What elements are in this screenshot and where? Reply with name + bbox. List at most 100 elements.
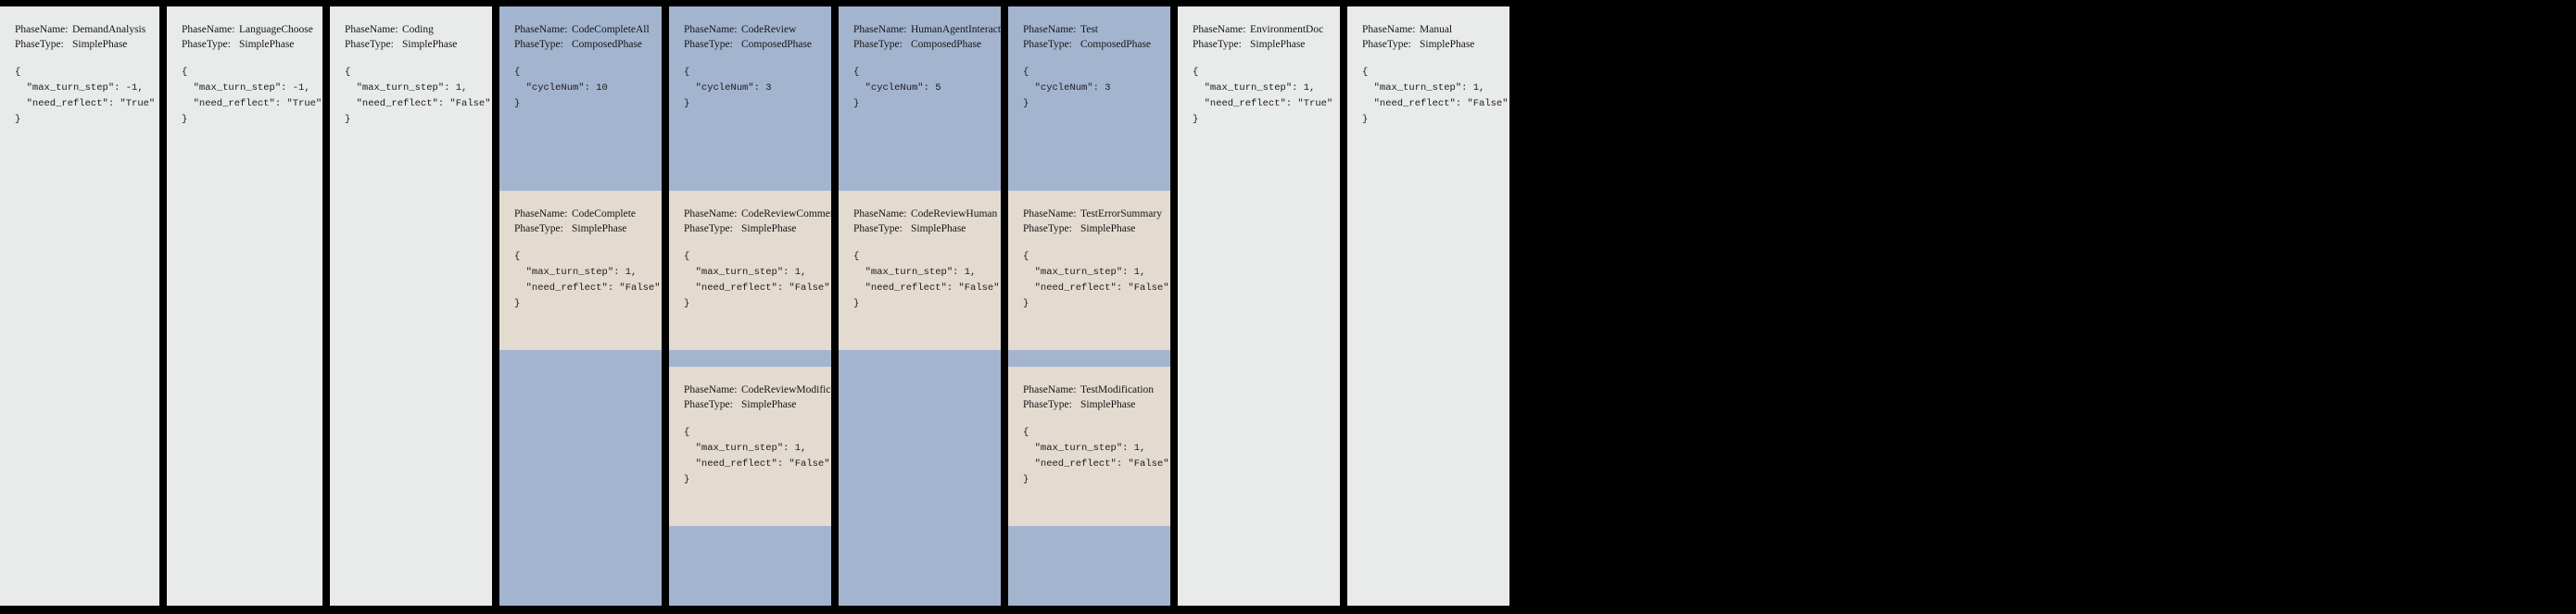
phase-type-label: PhaseType: (684, 398, 733, 410)
phase-header-card: PhaseName: HumanAgentInteractionPhaseType… (839, 6, 1001, 191)
phase-type-label: PhaseType: (1023, 38, 1072, 50)
phase-name-label: PhaseName: (853, 208, 907, 219)
phase-type-value: SimplePhase (1080, 398, 1136, 410)
phase-meta-row: PhaseName:CodeComplete (514, 207, 647, 222)
phase-meta-row: PhaseType: SimplePhase (15, 38, 145, 53)
phase-name-value: LanguageChoose (239, 24, 313, 35)
phase-type-value: SimplePhase (1420, 38, 1475, 50)
phase-name-label: PhaseName: (853, 24, 907, 35)
phase-name-value: CodeReviewHuman (911, 208, 998, 219)
phase-meta-row: PhaseType:ComposedPhase (514, 38, 647, 53)
phase-name-label: PhaseName: (684, 24, 738, 35)
phase-type-value: ComposedPhase (911, 38, 982, 50)
phase-config-json: { "max_turn_step": 1, "need_reflect": "F… (684, 250, 830, 309)
phase-type-label: PhaseType: (182, 38, 231, 50)
sub-phase-card-codereviewmodification: PhaseName:CodeReviewModificationPhaseTyp… (669, 367, 831, 526)
phase-meta-row: PhaseType:SimplePhase (514, 222, 647, 237)
phase-name-label: PhaseName: (684, 208, 738, 219)
panel-filler (669, 526, 831, 606)
phase-name-label: PhaseName: (1023, 24, 1077, 35)
phase-type-value: SimplePhase (911, 222, 966, 234)
phase-config-json: { "max_turn_step": 1, "need_reflect": "F… (853, 250, 1000, 309)
panel-filler (330, 140, 492, 606)
phase-meta-row: PhaseName:CodeReviewComment (684, 207, 831, 222)
phase-name-label: PhaseName: (1023, 208, 1077, 219)
phase-meta-row: PhaseName:TestModification (1023, 383, 1155, 398)
phase-name-value: HumanAgentInteraction (911, 24, 1001, 35)
phase-config-json: { "max_turn_step": 1, "need_reflect": "F… (1362, 66, 1509, 125)
phase-type-value: SimplePhase (239, 38, 295, 50)
phase-meta-row: PhaseType: SimplePhase (182, 38, 308, 53)
panel-filler (1347, 140, 1509, 606)
phase-meta-row: PhaseName:LanguageChoose (182, 23, 313, 38)
phase-name-value: CodeCompleteAll (572, 24, 650, 35)
phase-config-json: { "max_turn_step": 1, "need_reflect": "F… (1023, 250, 1169, 309)
phase-meta-row: PhaseType: ComposedPhase (1023, 38, 1155, 53)
phase-name-value: CodeReviewModification (741, 384, 831, 395)
phase-meta-row: PhaseType: SimplePhase (684, 398, 816, 413)
phase-meta-row: PhaseName:CodeReview (684, 23, 816, 38)
phase-meta-row: PhaseName: CodeCompleteAll (514, 23, 650, 38)
phase-type-label: PhaseType: (853, 222, 903, 234)
phase-meta-row: PhaseName:CodeReviewModification (684, 383, 831, 398)
phase-panel-humanagentinteraction[interactable]: PhaseName: HumanAgentInteractionPhaseType… (839, 6, 1001, 606)
phase-meta-row: PhaseName:DemandAnalysis (15, 23, 145, 38)
phase-meta-row: PhaseName:EnvironmentDoc (1193, 23, 1325, 38)
phase-meta-row: PhaseName:TestErrorSummary (1023, 207, 1162, 222)
phase-meta-row: PhaseName: CodeReviewHuman (853, 207, 997, 222)
phase-name-label: PhaseName: (514, 24, 568, 35)
phase-name-label: PhaseName: (1362, 24, 1416, 35)
sub-phase-separator-band (669, 350, 831, 367)
phase-type-value: ComposedPhase (1080, 38, 1152, 50)
phase-name-label: PhaseName: (1193, 24, 1246, 35)
phase-name-value: Manual (1420, 24, 1453, 35)
phase-type-label: PhaseType: (1023, 398, 1072, 410)
phase-type-value: SimplePhase (1250, 38, 1306, 50)
panel-filler (167, 140, 322, 606)
phase-type-label: PhaseType: (853, 38, 903, 50)
phase-type-value: SimplePhase (72, 38, 128, 50)
phase-meta-row: PhaseName: Manual (1362, 23, 1495, 38)
phase-meta-row: PhaseType:SimplePhase (684, 222, 816, 237)
phase-name-label: PhaseName: (514, 208, 568, 219)
phase-name-value: DemandAnalysis (72, 24, 146, 35)
phase-type-label: PhaseType: (1362, 38, 1411, 50)
phase-name-label: PhaseName: (15, 24, 69, 35)
phase-config-json: { "max_turn_step": 1, "need_reflect": "F… (514, 250, 661, 309)
phase-name-value: TestErrorSummary (1080, 208, 1162, 219)
phase-name-value: TestModification (1080, 384, 1155, 395)
phase-meta-row: PhaseType:SimplePhase (1193, 38, 1325, 53)
phase-type-value: SimplePhase (741, 398, 797, 410)
phase-type-label: PhaseType: (514, 222, 563, 234)
phase-name-label: PhaseName: (684, 384, 738, 395)
phase-type-label: PhaseType: (15, 38, 64, 50)
phase-meta-row: PhaseType: ComposedPhase (853, 38, 986, 53)
phase-meta-row: PhaseName:Coding (345, 23, 477, 38)
panel-filler (1178, 140, 1340, 606)
phase-type-label: PhaseType: (684, 38, 733, 50)
phase-config-json: { "max_turn_step": -1, "need_reflect": "… (15, 66, 156, 125)
phase-type-value: SimplePhase (741, 222, 797, 234)
phase-config-json: { "cycleNum": 5 } (853, 66, 941, 109)
phase-type-label: PhaseType: (1023, 222, 1072, 234)
phase-type-value: ComposedPhase (572, 38, 643, 50)
